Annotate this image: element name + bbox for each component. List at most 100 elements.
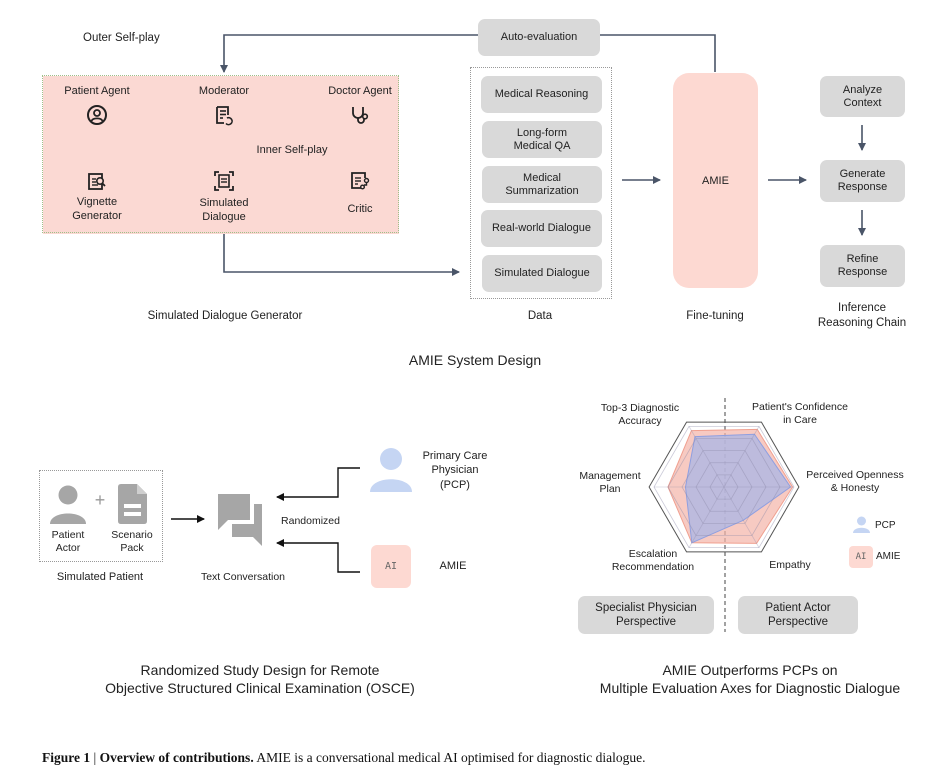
amie-model-label: AMIE [702,174,729,187]
text-conversation-icon [218,494,264,546]
specialist-perspective-label: Specialist Physician [595,602,697,614]
data-item-label: Medical [523,171,561,184]
ai-badge: AI [371,545,411,588]
patient-actor-perspective-label: Perspective [767,616,829,628]
radar-axis-line [688,486,725,548]
legend-amie-label: AMIE [876,551,901,562]
radar-axis-line [688,426,725,488]
generator-border [42,75,399,233]
specialist-perspective-label: Perspective [615,616,677,628]
scenario-pack-label-2: Pack [120,542,144,554]
inference-step-label: Response [837,181,888,193]
data-item-simulated-dialogue: Simulated Dialogue [482,255,602,292]
pcp-label-3: (PCP) [440,479,470,491]
arrow-pcp-to-conversation [276,467,360,501]
scenario-pack-label-1: Scenario [111,529,153,541]
inference-caption-2: Reasoning Chain [817,317,907,329]
arrow-amie-to-conversation [276,539,360,573]
simulated-patient-caption: Simulated Patient [56,571,144,583]
radar-outer-frame [648,421,800,553]
radar-title-2: Multiple Evaluation Axes for Diagnostic … [599,680,901,696]
data-item-label: Medical Reasoning [494,88,589,100]
text-conversation-label: Text Conversation [200,571,286,583]
pcp-label-1: Primary Care [422,450,488,462]
ai-badge-label: AI [384,561,398,572]
patient-agent-label: Patient Agent [64,85,130,97]
amie-label: AMIE [439,560,467,572]
legend-amie-badge-label: AI [855,552,867,562]
inference-step-label: Context [843,96,882,109]
simulated-dialogue-label-2: Dialogue [202,211,246,223]
axis-label-empathy: Empathy [769,559,811,571]
data-item-label: Medical QA [513,139,571,152]
axis-label-confidence-2: in Care [783,414,817,426]
axis-label-escalation-1: Escalation [628,548,678,560]
figure-label: Figure 1 [42,750,91,765]
caption-bold: Overview of contributions. [99,750,254,765]
radar-axis-line [723,426,760,488]
data-item-label: Simulated Dialogue [494,267,590,279]
scenario-pack-icon [118,484,147,524]
inference-step-label: Generate [839,168,886,180]
data-group-border [470,67,612,299]
radar-grid-ring [695,462,753,512]
pcp-icon [370,447,412,492]
radar-grid-ring [681,450,767,524]
axis-label-openness-1: Perceived Openness [806,469,904,481]
inference-caption-1: Inference [838,302,886,314]
amie-model-block: AMIE [673,73,758,288]
radar-grid-ring [709,474,739,500]
system-design-title: AMIE System Design [408,352,542,368]
data-item-real-world-dialogue: Real-world Dialogue [481,210,602,247]
inference-step-label: Response [837,266,888,278]
simulated-dialogue-label-1: Simulated [199,197,249,209]
axis-label-confidence-1: Patient's Confidence [752,401,848,413]
inference-step-label: Analyze [842,83,883,96]
randomized-label: Randomized [281,515,340,527]
inference-step-label: Refine [846,253,879,265]
stethoscope-icon [349,104,371,126]
simulated-dialogue-icon [213,170,235,192]
data-item-label: Real-world Dialogue [491,222,592,234]
simulated-patient-border [39,470,163,562]
simulated-dialogue-generator-panel [43,76,399,234]
axis-label-escalation-2: Recommendation [611,561,695,573]
data-item-label: Long-form [516,126,568,139]
patient-actor-icon [50,484,86,524]
auto-evaluation-box: Auto-evaluation [478,19,600,56]
patient-agent-icon [86,104,108,126]
patient-actor-perspective-label: Patient Actor [765,602,831,614]
moderator-label: Moderator [198,85,250,97]
axis-label-management-2: Plan [599,483,621,495]
osce-title-2: Objective Structured Clinical Examinatio… [105,680,415,696]
inner-self-play-label: Inner Self-play [256,144,328,156]
radar-axis-line [723,486,760,548]
outer-loop-arrow [220,34,482,73]
legend-pcp-label: PCP [875,520,896,531]
vignette-generator-label-1: Vignette [76,196,118,208]
axis-label-top3-1: Top-3 Diagnostic [600,402,680,414]
figure-caption: Figure 1 | Overview of contributions. AM… [42,750,646,766]
fine-tuning-caption: Fine-tuning [686,310,744,322]
radar-series-pcp [684,433,792,544]
axis-label-management-1: Management [579,470,641,482]
legend-amie-badge: AI [849,546,873,568]
legend-pcp-icon [853,516,870,533]
pcp-label-2: Physician [431,464,479,476]
arrow-generator-to-data [223,234,460,276]
data-caption: Data [527,310,553,322]
data-item-medical-reasoning: Medical Reasoning [481,76,602,113]
osce-title-1: Randomized Study Design for Remote [140,662,380,678]
axis-label-top3-2: Accuracy [618,415,662,427]
simulated-dialogue-generator-caption: Simulated Dialogue Generator [147,310,303,322]
critic-icon [349,170,371,192]
vignette-generator-label-2: Generator [72,210,122,222]
outer-loop-line [600,34,716,72]
